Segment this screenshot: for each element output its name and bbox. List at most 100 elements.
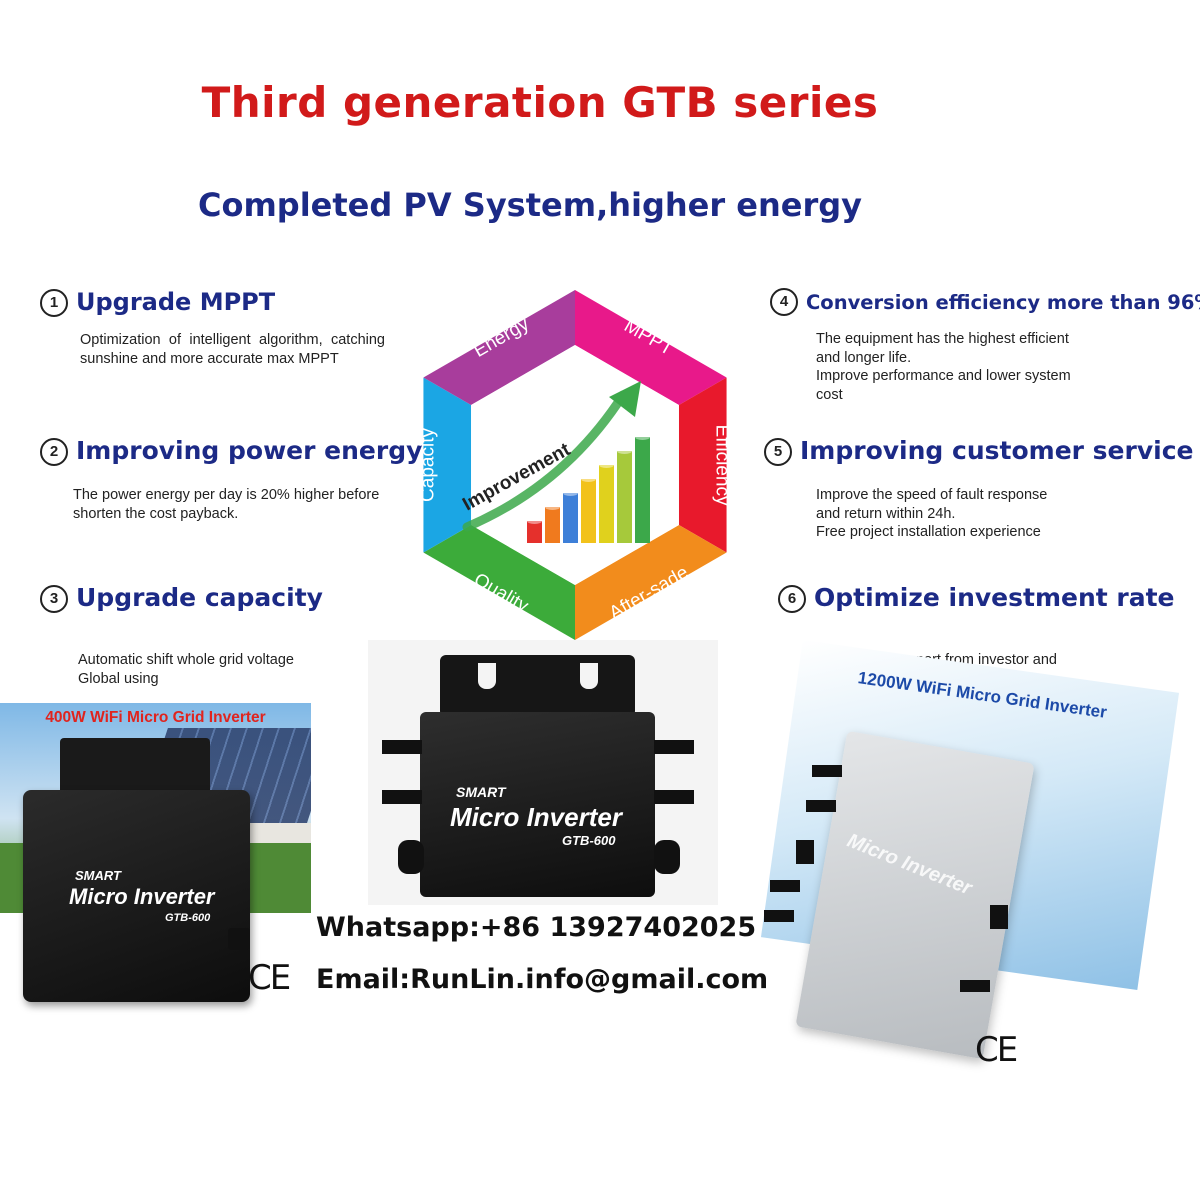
cable-connector <box>990 905 1008 929</box>
feature-2: 2 Improving power energy The power energy… <box>40 436 422 523</box>
connector-left <box>228 928 250 950</box>
feature-3-desc-line: Automatic shift whole grid voltage <box>78 652 294 668</box>
growth-bar-top <box>527 518 542 524</box>
feature-2-desc-line: shorten the cost payback. <box>73 505 239 522</box>
feature-1-number: 1 <box>40 289 68 317</box>
cable-connector <box>960 980 990 992</box>
cable-connector <box>382 740 422 754</box>
cable-connector <box>398 840 424 874</box>
hexagon-segment-efficiency <box>678 377 727 553</box>
feature-4-title-text: Conversion efficiency more than 96% <box>806 291 1200 314</box>
inverter-device-center: SMART Micro Inverter GTB-600 <box>420 712 655 897</box>
feature-6-title-text: Optimize investment rate <box>814 583 1175 612</box>
feature-4-desc-line: and longer life. <box>816 349 912 366</box>
growth-bar <box>545 507 560 543</box>
ce-mark-left: CE <box>248 958 291 998</box>
feature-1-desc-line: Optimization of intelligent algorithm, c… <box>80 332 390 367</box>
feature-1: 1 Upgrade MPPT Optimization of intelligen… <box>40 288 385 368</box>
cable-connector <box>654 740 694 754</box>
cable-connector <box>382 790 422 804</box>
device-left-name: Micro Inverter <box>69 884 215 909</box>
page-subtitle: Completed PV System,higher energy <box>197 186 863 224</box>
feature-4-desc-line: Improve performance and lower system <box>816 368 1071 384</box>
bracket-slot <box>580 663 598 689</box>
device-right-name: Micro Inverter <box>843 829 975 900</box>
feature-3-title-text: Upgrade capacity <box>76 583 323 612</box>
feature-4-desc-line: cost <box>816 386 843 403</box>
cable-connector <box>806 800 836 812</box>
hexagon-segment-after-sade <box>575 525 727 640</box>
growth-arrow-head <box>609 381 641 417</box>
feature-6-title: 6 Optimize investment rate <box>778 583 1178 613</box>
growth-bar-top <box>563 490 578 496</box>
feature-1-title-text: Upgrade MPPT <box>76 288 276 316</box>
cable-connector <box>770 880 800 892</box>
device-center-model: GTB-600 <box>562 833 616 848</box>
growth-bar <box>599 465 614 543</box>
cable-connector <box>812 765 842 777</box>
mounting-bracket-center <box>440 655 635 717</box>
feature-5-desc-line: and return within 24h. <box>816 505 956 522</box>
hexagon-label-capacity: Capacity <box>418 428 439 502</box>
growth-bar <box>563 493 578 543</box>
feature-2-desc-line: The power energy per day is 20% higher b… <box>73 487 380 503</box>
hexagon-segment-capacity <box>423 377 472 553</box>
feature-5-desc-line: Improve the speed of fault response <box>816 487 1048 503</box>
feature-6-number: 6 <box>778 585 806 613</box>
growth-bar <box>527 521 542 543</box>
feature-5-desc: Improve the speed of fault response and … <box>816 486 1184 542</box>
feature-1-title: 1 Upgrade MPPT <box>40 288 385 317</box>
mounting-bracket-left <box>60 738 210 798</box>
whatsapp-contact: Whatsapp:+86 13927402025 <box>316 912 757 943</box>
feature-5-title-text: Improving customer service <box>800 436 1194 465</box>
feature-4-desc: The equipment has the highest efficient … <box>816 330 1180 404</box>
device-center-brand: SMART <box>456 784 506 800</box>
hexagon-segment-mppt <box>575 290 727 405</box>
feature-3-desc: Automatic shift whole grid voltage Globa… <box>78 651 380 688</box>
product-right-banner: 1200W WiFi Micro Grid Inverter <box>856 668 1109 722</box>
feature-3-number: 3 <box>40 585 68 613</box>
cable-connector <box>654 840 680 874</box>
growth-bar-top <box>581 476 596 482</box>
growth-bar-top <box>617 448 632 454</box>
growth-bar <box>635 437 650 543</box>
feature-3-title: 3 Upgrade capacity <box>40 583 380 613</box>
product-left-banner: 400W WiFi Micro Grid Inverter <box>45 709 266 726</box>
device-left-brand: SMART <box>75 868 121 883</box>
feature-3: 3 Upgrade capacity Automatic shift whole … <box>40 583 380 688</box>
feature-4-desc-line: The equipment has the highest efficient <box>816 331 1069 347</box>
feature-2-title: 2 Improving power energy <box>40 436 422 466</box>
growth-arrow-curve <box>462 390 628 532</box>
hexagon-label-efficiency: Efficiency <box>712 425 733 506</box>
bracket-slot <box>478 663 496 689</box>
growth-bars <box>527 434 650 543</box>
growth-bar <box>617 451 632 543</box>
feature-3-desc-line: Global using <box>78 670 159 687</box>
feature-2-number: 2 <box>40 438 68 466</box>
cable-connector <box>796 840 814 864</box>
growth-bar-top <box>599 462 614 468</box>
growth-bar-top <box>545 504 560 510</box>
hexagon-diagram: MPPTEfficiencyAfter-sadeQualityCapacityE… <box>418 290 733 640</box>
hexagon-segments: MPPTEfficiencyAfter-sadeQualityCapacityE… <box>418 290 733 640</box>
feature-5-title: 5 Improving customer service <box>764 436 1193 466</box>
feature-5-number: 5 <box>764 438 792 466</box>
feature-5-desc-line: Free project installation experience <box>816 524 1041 540</box>
feature-4-title: 4 Conversion efficiency more than 96% <box>770 288 1200 316</box>
growth-bar-top <box>635 434 650 440</box>
cable-connector <box>654 790 694 804</box>
feature-5: 5 Improving customer service Improve the … <box>764 436 1193 542</box>
feature-4: 4 Conversion efficiency more than 96% The… <box>770 288 1200 404</box>
feature-2-title-text: Improving power energy <box>76 436 423 465</box>
device-left-model: GTB-600 <box>165 912 211 924</box>
email-contact: Email:RunLin.info@gmail.com <box>316 964 769 995</box>
feature-1-desc: Optimization of intelligent algorithm, c… <box>80 331 385 368</box>
feature-4-number: 4 <box>770 288 798 316</box>
hexagon-segment-energy <box>423 290 575 405</box>
ce-mark-right: CE <box>975 1030 1018 1070</box>
device-center-name: Micro Inverter <box>450 802 622 832</box>
feature-2-desc: The power energy per day is 20% higher b… <box>73 486 383 523</box>
hexagon-segment-quality <box>423 525 575 640</box>
growth-bar <box>581 479 596 543</box>
cable-connector <box>764 910 794 922</box>
